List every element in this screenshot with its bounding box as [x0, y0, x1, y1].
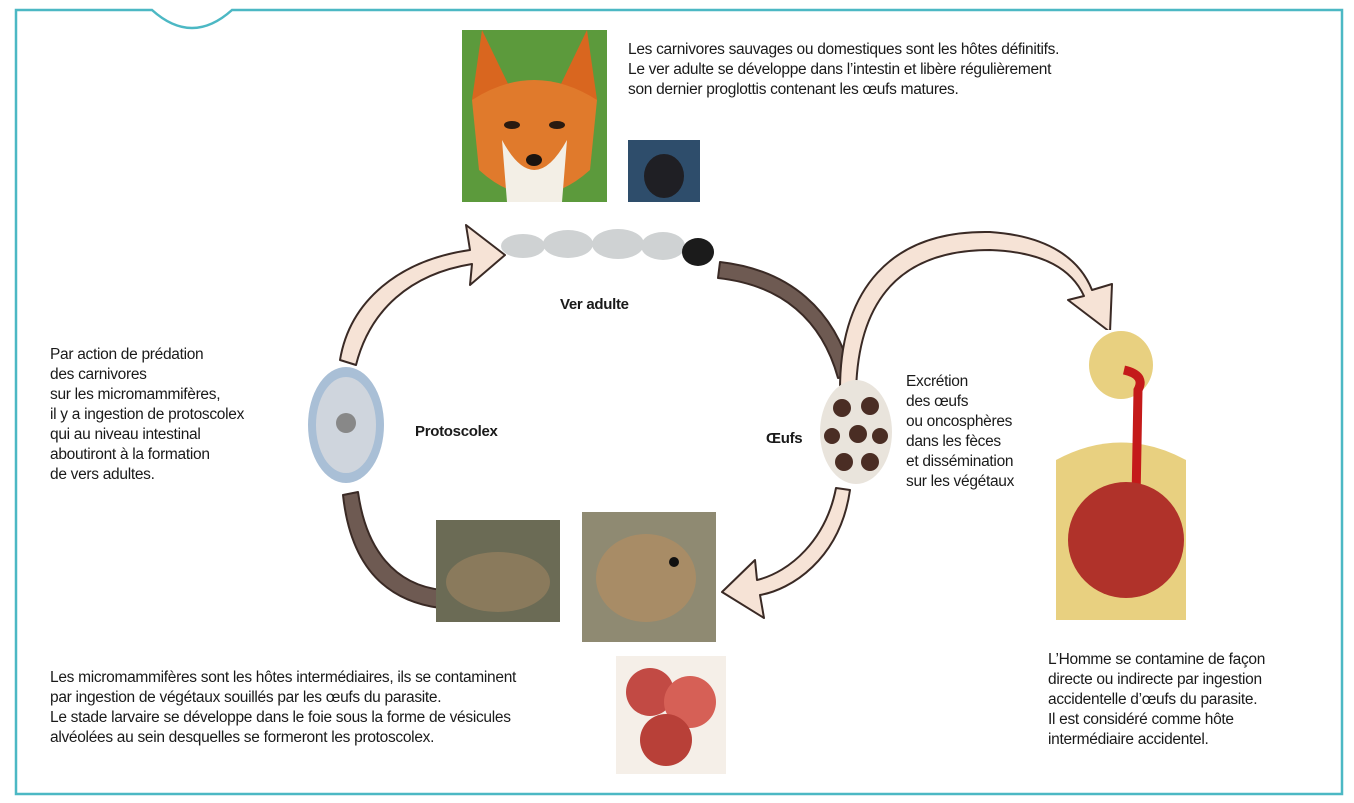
rodent-image-2: [582, 512, 716, 642]
text-eggs-excretion: Excrétion des œufs ou oncosphères dans l…: [906, 372, 1014, 492]
liver-vesicles-image: [616, 656, 726, 774]
text-line: Le ver adulte se développe dans l’intest…: [628, 61, 1052, 78]
text-line: Les micromammifères sont les hôtes inter…: [50, 669, 517, 686]
text-line: des œufs: [906, 393, 969, 410]
text-line: Par action de prédation: [50, 346, 204, 363]
text-line: aboutiront à la formation: [50, 446, 210, 463]
text-intermediate-hosts: Les micromammifères sont les hôtes inter…: [50, 668, 516, 748]
rodent-image-1: [436, 520, 560, 622]
protoscolex-image: [306, 365, 386, 485]
arrow-predation: [339, 224, 506, 366]
eggs-image: [818, 378, 894, 486]
label-eggs: Œufs: [766, 430, 803, 447]
text-line: Le stade larvaire se développe dans le f…: [50, 709, 511, 726]
dog-image: [628, 140, 700, 202]
label-adult-worm: Ver adulte: [560, 296, 629, 313]
text-line: sur les végétaux: [906, 473, 1015, 490]
text-line: L’Homme se contamine de façon: [1048, 651, 1266, 668]
text-line: accidentelle d’œufs du parasite.: [1048, 691, 1258, 708]
text-line: ou oncosphères: [906, 413, 1013, 430]
adult-worm-image: [498, 222, 718, 270]
label-protoscolex: Protoscolex: [415, 423, 498, 440]
arrow-to-rodents: [721, 487, 851, 619]
text-line: son dernier proglottis contenant les œuf…: [628, 81, 959, 98]
text-definitive-hosts: Les carnivores sauvages ou domestiques s…: [628, 40, 1059, 100]
arrow-to-human: [839, 230, 1113, 393]
arrow-from-rodents: [342, 491, 443, 609]
fox-image: [462, 30, 607, 202]
text-line: de vers adultes.: [50, 466, 155, 483]
text-line: et dissémination: [906, 453, 1014, 470]
text-line: directe ou indirecte par ingestion: [1048, 671, 1262, 688]
text-line: il y a ingestion de protoscolex: [50, 406, 245, 423]
diagram-frame: [14, 8, 1344, 796]
text-line: Excrétion: [906, 373, 968, 390]
text-line: qui au niveau intestinal: [50, 426, 201, 443]
text-predation: Par action de prédation des carnivores s…: [50, 345, 244, 485]
text-line: par ingestion de végétaux souillés par l…: [50, 689, 442, 706]
text-line: alvéolées au sein desquelles se formeron…: [50, 729, 435, 746]
text-line: Les carnivores sauvages ou domestiques s…: [628, 41, 1060, 58]
text-line: sur les micromammifères,: [50, 386, 221, 403]
human-image: [1046, 330, 1196, 620]
text-line: intermédiaire accidentel.: [1048, 731, 1209, 748]
text-line: dans les fèces: [906, 433, 1001, 450]
arrow-to-eggs: [717, 261, 853, 379]
text-human: L’Homme se contamine de façon directe ou…: [1048, 650, 1265, 750]
text-line: des carnivores: [50, 366, 147, 383]
text-line: Il est considéré comme hôte: [1048, 711, 1234, 728]
